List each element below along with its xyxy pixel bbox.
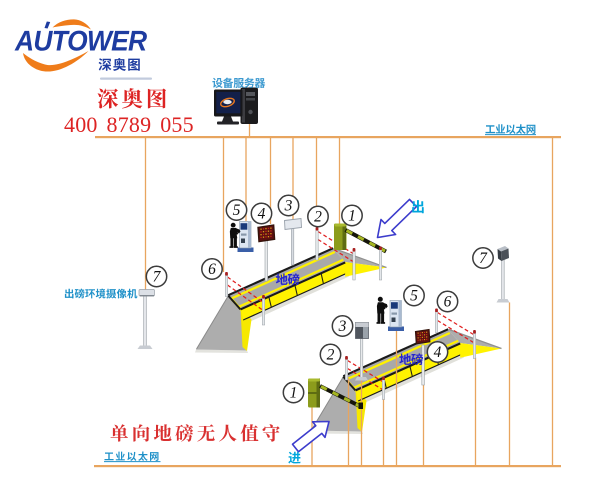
svg-text:6: 6 [444,293,452,310]
svg-text:7: 7 [479,250,488,267]
svg-text:4: 4 [434,344,442,361]
svg-text:7: 7 [153,268,162,285]
svg-text:2: 2 [327,346,335,363]
svg-text:5: 5 [233,202,241,219]
svg-text:6: 6 [208,261,216,278]
svg-text:400 8789 055: 400 8789 055 [64,112,194,137]
svg-text:5: 5 [410,287,418,304]
svg-text:2: 2 [314,208,322,225]
svg-text:1: 1 [290,384,298,401]
svg-text:1: 1 [348,207,356,224]
svg-text:3: 3 [284,197,293,214]
svg-text:3: 3 [338,318,347,335]
svg-text:4: 4 [258,205,266,222]
